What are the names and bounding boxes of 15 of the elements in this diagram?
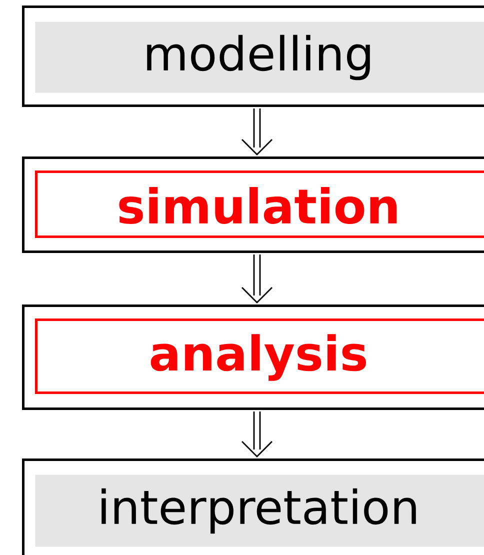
step-label: modelling [147, 34, 370, 80]
double-arrow [241, 108, 273, 156]
step-box [35, 318, 484, 394]
step-label: analysis [150, 334, 366, 381]
frame-box [22, 6, 484, 107]
step-label: simulation [119, 186, 397, 224]
double-arrow [241, 410, 273, 458]
frame-box [22, 458, 484, 555]
frame-box [22, 304, 484, 410]
frame-box [22, 156, 484, 253]
double-arrow [241, 254, 273, 304]
step-box [35, 474, 484, 547]
step-box [35, 22, 484, 93]
step-box [35, 170, 484, 238]
step-label: interpretation [102, 488, 416, 534]
